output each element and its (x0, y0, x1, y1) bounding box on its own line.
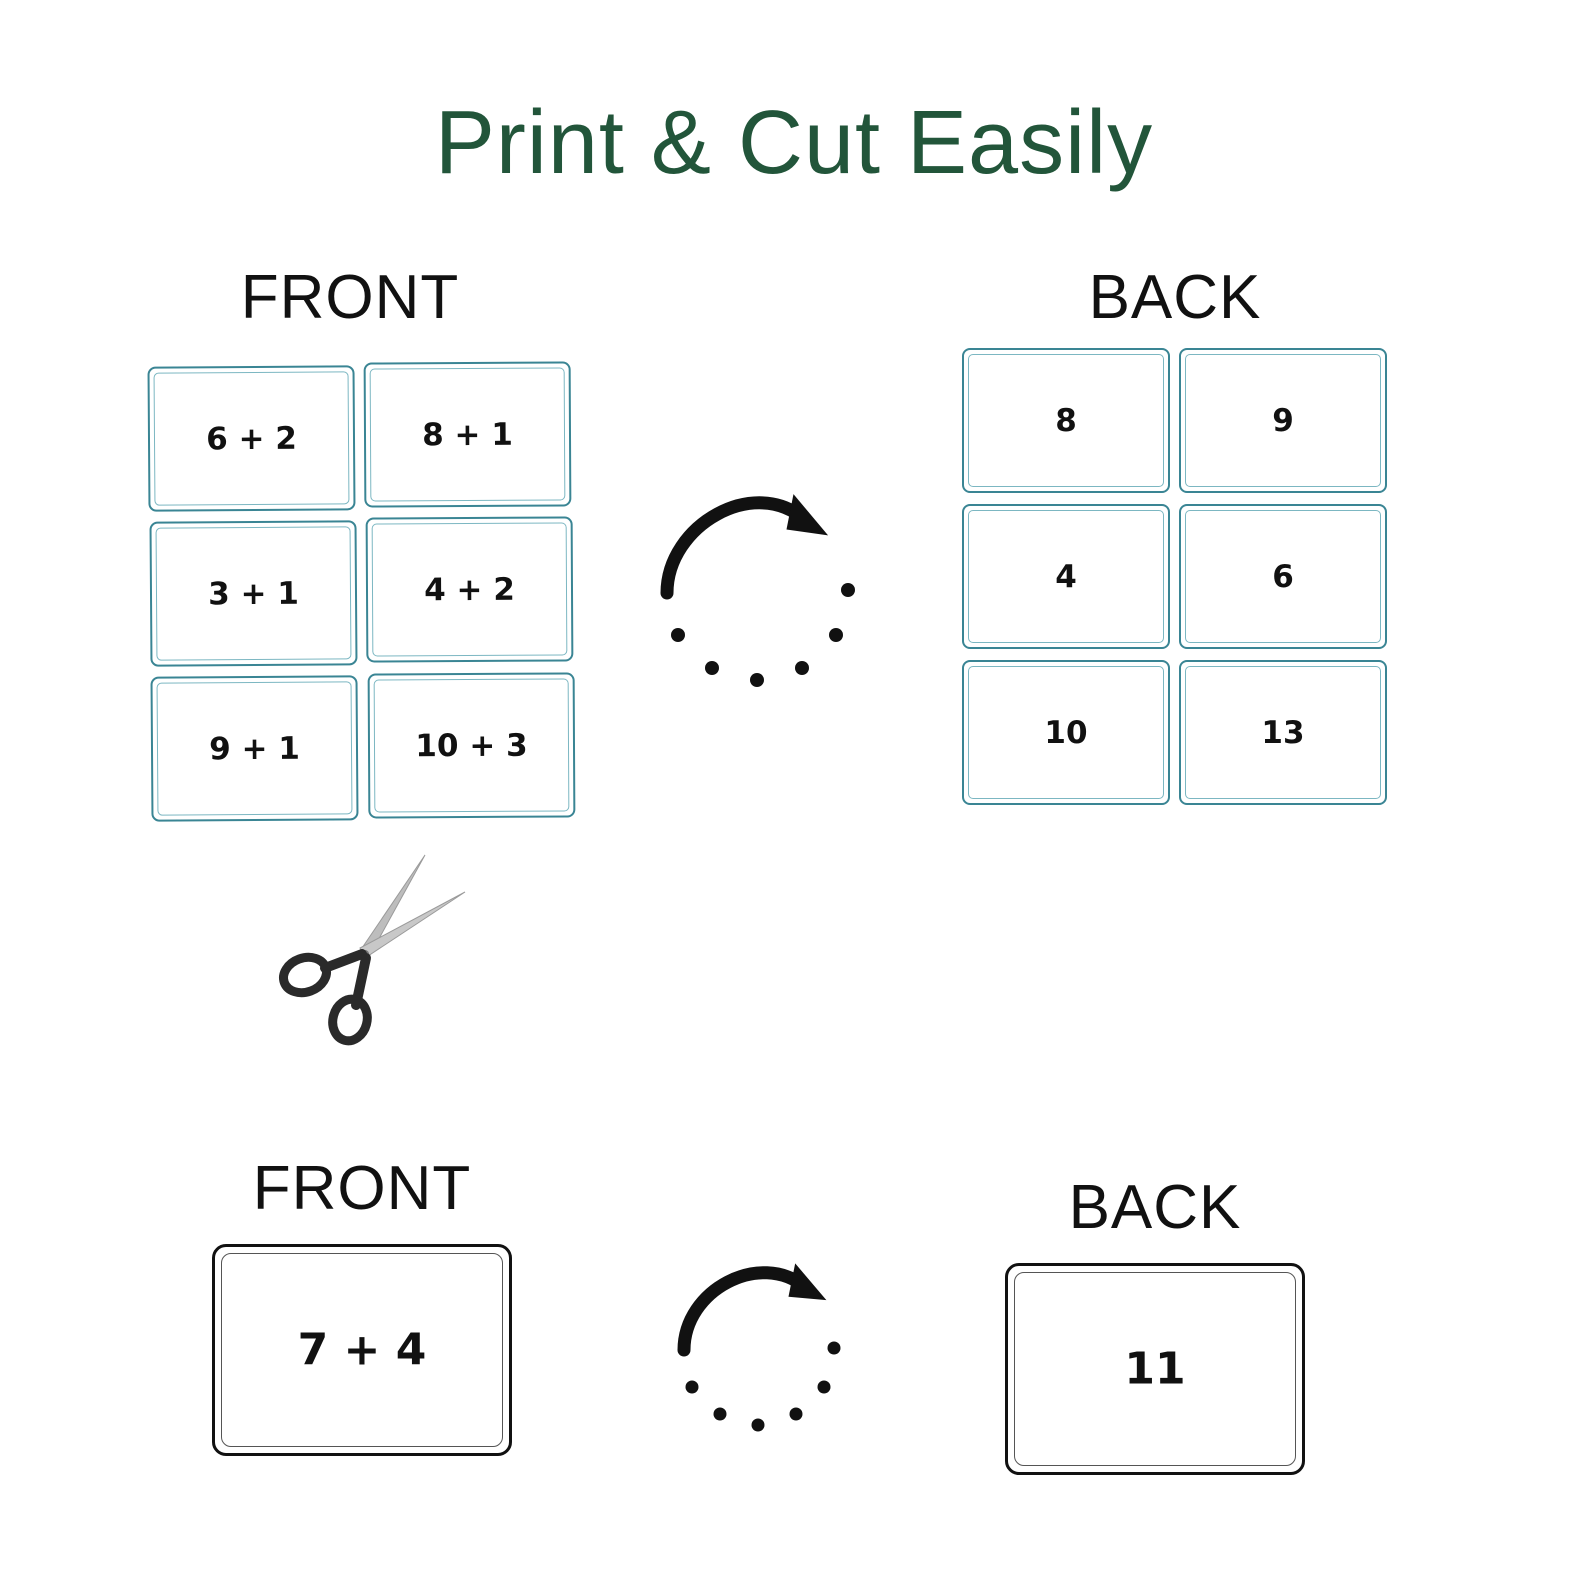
front-card-large-text: 7 + 4 (297, 1324, 427, 1376)
back-card: 6 (1179, 504, 1387, 649)
front-card: 3 + 1 (149, 520, 358, 667)
back-card: 13 (1179, 660, 1387, 805)
back-card-large-text: 11 (1124, 1343, 1186, 1395)
back-card: 8 (962, 348, 1170, 493)
front-card: 6 + 2 (147, 365, 356, 512)
back-card: 9 (1179, 348, 1387, 493)
front-card: 4 + 2 (365, 516, 574, 663)
back-card: 10 (962, 660, 1170, 805)
back-card: 4 (962, 504, 1170, 649)
scissors-icon (279, 854, 466, 1046)
back-card-text: 6 (1272, 558, 1294, 595)
back-label-bottom: BACK (1068, 1173, 1242, 1242)
front-card: 9 + 1 (150, 675, 359, 822)
front-card-text: 4 + 2 (424, 571, 515, 608)
front-card-text: 8 + 1 (422, 416, 513, 453)
back-card-text: 13 (1261, 714, 1305, 751)
back-card-text: 10 (1044, 714, 1088, 751)
front-label-bottom: FRONT (252, 1154, 472, 1223)
back-card-text: 9 (1272, 402, 1294, 439)
front-card-text: 3 + 1 (208, 575, 299, 612)
front-card-text: 6 + 2 (206, 420, 297, 457)
front-card-text: 10 + 3 (415, 727, 528, 764)
front-card: 10 + 3 (367, 672, 576, 819)
back-label-top: BACK (1088, 263, 1262, 332)
flip-arrow-icon (677, 1263, 841, 1432)
front-card-text: 9 + 1 (209, 730, 300, 767)
flip-arrow-icon (660, 494, 855, 687)
page-title: Print & Cut Easily (434, 93, 1154, 193)
back-card-text: 8 (1055, 402, 1077, 439)
front-card: 8 + 1 (363, 361, 572, 508)
front-label-top: FRONT (240, 263, 460, 332)
front-card-large: 7 + 4 (212, 1244, 512, 1456)
back-card-large: 11 (1005, 1263, 1305, 1475)
back-card-text: 4 (1055, 558, 1077, 595)
